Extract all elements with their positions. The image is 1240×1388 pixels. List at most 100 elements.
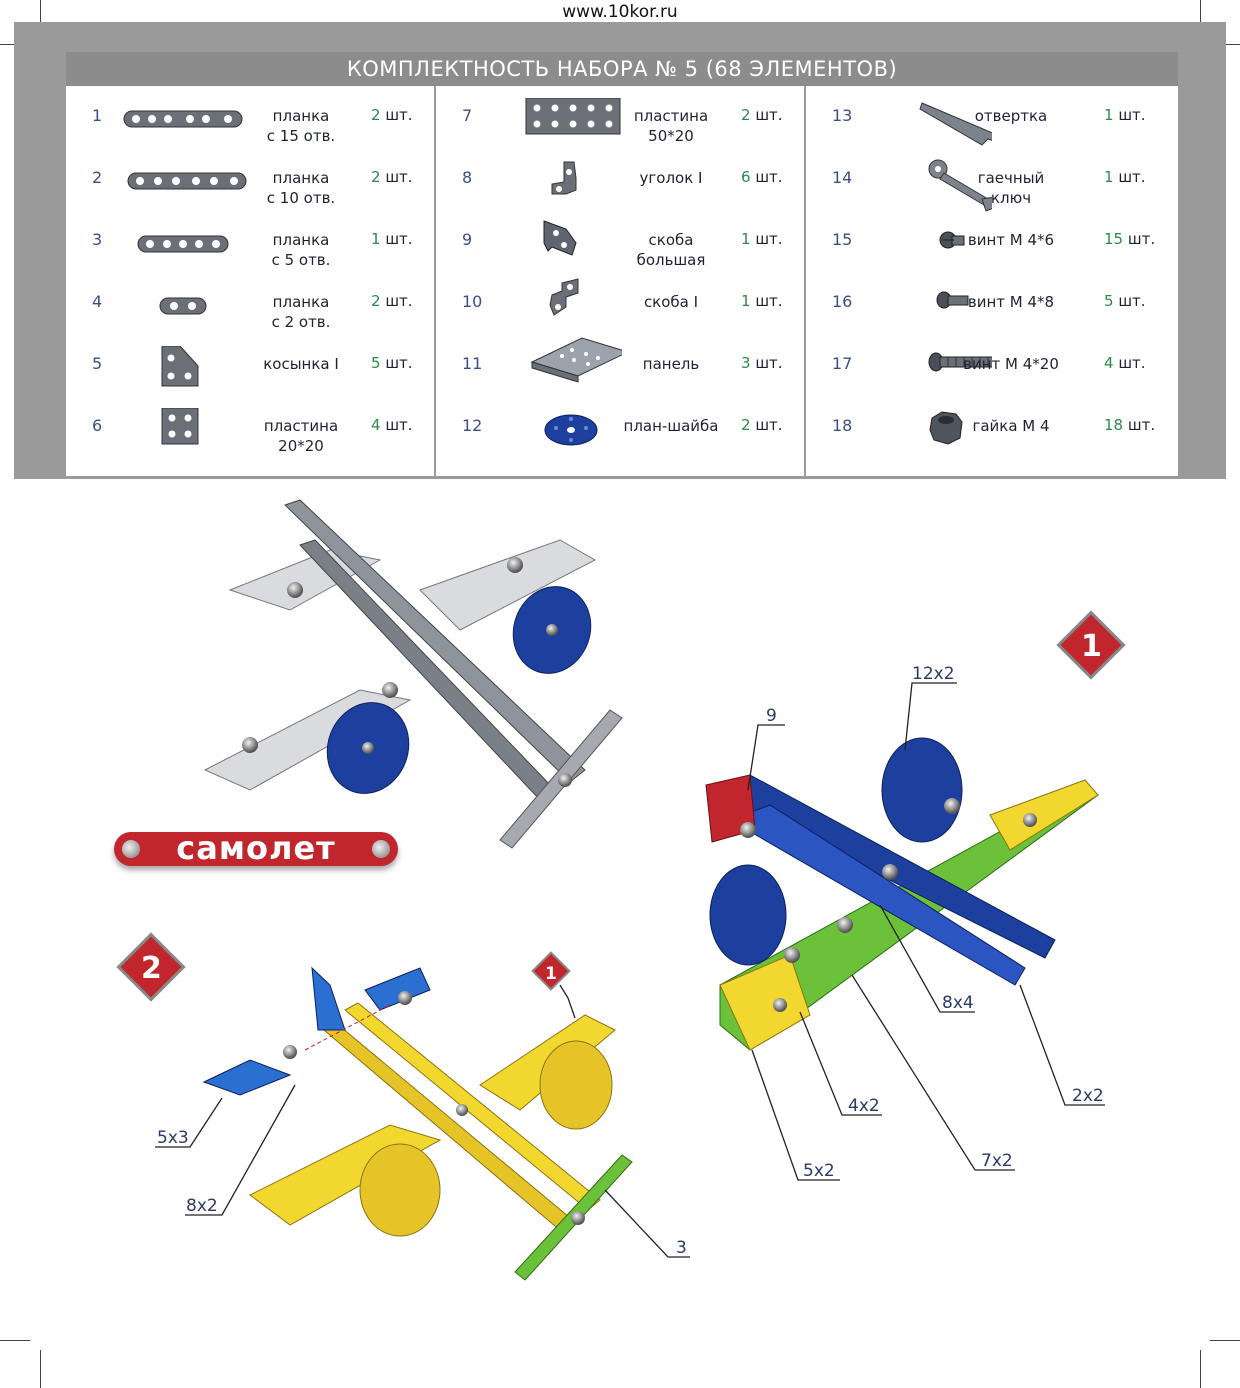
callout-label: 8x2 (186, 1196, 218, 1216)
bracket-icon (549, 278, 579, 316)
part-quantity: 2 шт. (741, 416, 783, 434)
kit-contents-title: КОМПЛЕКТНОСТЬ НАБОРА № 5 (68 ЭЛЕМЕНТОВ) (66, 52, 1178, 86)
plate-20x20-icon (161, 408, 199, 445)
svg-text:1: 1 (1081, 629, 1102, 664)
crop-mark (40, 1350, 41, 1388)
part-number: 2 (92, 168, 103, 187)
part-row: 10 скоба I 1 шт. (436, 278, 806, 354)
part-row: 16 винт М 4*8 5 шт. (806, 291, 1176, 354)
part-quantity: 1 шт. (1104, 168, 1146, 186)
part-number: 9 (462, 230, 473, 249)
part-number: 14 (832, 168, 853, 187)
bolt-icon (372, 840, 390, 858)
wrench-icon (928, 159, 992, 212)
part-quantity: 1 шт. (1104, 106, 1146, 124)
wheel-washer-icon (544, 414, 598, 446)
part-row: 17 винт М 4*20 4 шт. (806, 352, 1176, 416)
bolt-icon (122, 840, 140, 858)
part-number: 3 (92, 230, 103, 249)
column-divider (804, 86, 806, 476)
svg-text:1: 1 (545, 964, 557, 984)
screw-m4x20-icon (928, 352, 992, 372)
part-number: 16 (832, 292, 853, 311)
part-number: 13 (832, 106, 853, 125)
part-number: 15 (832, 230, 853, 249)
part-name: гайка М 4 (972, 417, 1050, 435)
callout-label: 5x3 (157, 1128, 189, 1148)
part-name: план-шайба (623, 417, 719, 435)
part-number: 6 (92, 416, 103, 435)
model-name-plate: самолет (114, 829, 398, 867)
step-1-badge: 1 (1056, 610, 1126, 680)
part-number: 8 (462, 168, 473, 187)
strip-2-holes-icon (159, 297, 207, 315)
gusset-icon (161, 346, 199, 387)
callout-label: 7x2 (981, 1151, 1013, 1171)
step-reference-badge: 1 (531, 951, 571, 991)
column-divider (434, 86, 436, 476)
part-number: 18 (832, 416, 853, 435)
part-number: 17 (832, 354, 853, 373)
panel-icon (530, 337, 622, 383)
part-quantity: 2 шт. (371, 106, 413, 124)
strip-10-holes-icon (127, 172, 247, 190)
finished-airplane-illustration (203, 499, 623, 849)
step-2-illustration: 5x3 8x2 3 2 1 (116, 932, 690, 1281)
part-quantity: 1 шт. (741, 292, 783, 310)
large-bracket-icon (543, 220, 577, 256)
part-quantity: 2 шт. (741, 106, 783, 124)
part-row: 12 план-шайба 2 шт. (436, 414, 806, 478)
screw-m4x8-icon (936, 291, 969, 309)
part-quantity: 3 шт. (741, 354, 783, 372)
plate-50x20-icon (525, 98, 621, 135)
part-quantity: 1 шт. (741, 230, 783, 248)
crop-mark (40, 0, 41, 38)
part-name: скоба I (643, 293, 699, 311)
strip-5-holes-icon (137, 235, 229, 253)
callout-label: 3 (676, 1238, 687, 1258)
part-quantity: 5 шт. (1104, 292, 1146, 310)
part-quantity: 2 шт. (371, 292, 413, 310)
part-quantity: 5 шт. (371, 354, 413, 372)
part-row: 11 панель 3 шт. (436, 337, 806, 416)
part-row: 18 гайка М 4 18 шт. (806, 411, 1176, 478)
part-row: 15 винт М 4*6 15 шт. (806, 230, 1176, 292)
part-number: 12 (462, 416, 483, 435)
callout-label: 9 (766, 706, 777, 726)
part-name: уголок I (639, 169, 703, 187)
step-1-illustration: 9 12x2 8x4 2x2 4x2 7x2 5x2 1 (705, 610, 1126, 1181)
part-row: 8 уголок I 6 шт. (436, 161, 806, 230)
part-quantity: 6 шт. (741, 168, 783, 186)
svg-text:2: 2 (141, 951, 162, 986)
site-url[interactable]: www.10kor.ru (562, 2, 678, 22)
part-number: 11 (462, 354, 483, 373)
part-number: 4 (92, 292, 103, 311)
callout-label: 8x4 (942, 993, 974, 1013)
part-number: 7 (462, 106, 473, 125)
crop-mark (1210, 1340, 1240, 1341)
crop-mark (0, 1340, 30, 1341)
assembly-illustrations: 9 12x2 8x4 2x2 4x2 7x2 5x2 1 (116, 499, 1126, 1281)
part-name: косынка I (263, 355, 339, 373)
part-name: винт М 4*20 (963, 355, 1059, 373)
part-quantity: 1 шт. (371, 230, 413, 248)
part-name: винт М 4*6 (967, 231, 1055, 249)
callout-label: 5x2 (803, 1161, 835, 1181)
model-name: самолет (176, 829, 336, 867)
